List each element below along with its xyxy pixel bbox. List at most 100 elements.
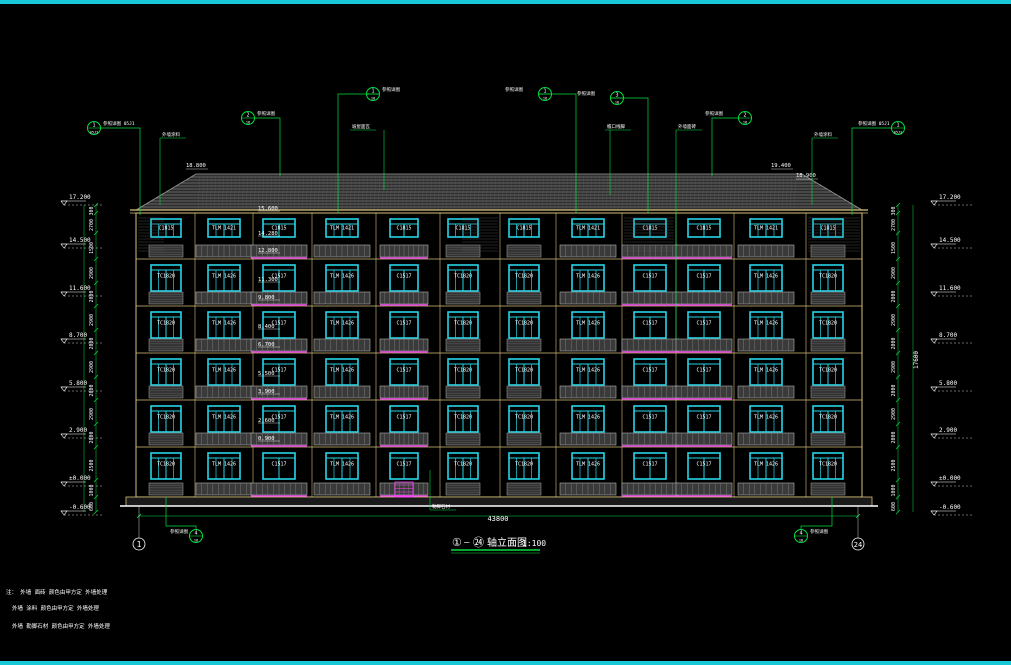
roof-tile-joint xyxy=(693,174,697,210)
roof-tile-joint xyxy=(413,174,417,210)
window-apron xyxy=(810,338,846,352)
roof-tile-joint xyxy=(297,174,301,210)
roof-tile-joint xyxy=(533,174,537,210)
dim-tick xyxy=(895,494,901,500)
callout-leader xyxy=(538,93,577,213)
dim-label: 2000 xyxy=(891,337,897,349)
roof-tile-joint xyxy=(345,174,349,210)
dim-tick xyxy=(93,230,99,236)
elevation-label: -0.600 xyxy=(69,504,91,511)
window-bay: TLM 1421 xyxy=(559,218,617,258)
window-bay: TC1820 xyxy=(148,358,184,399)
roof-elevation-label: 18.900 xyxy=(796,173,816,179)
window-bay: TLM 1421 xyxy=(195,218,253,258)
center-elevation-label: 5.500 xyxy=(258,371,275,377)
roof-tile-joint xyxy=(409,174,413,210)
roof-tile-joint xyxy=(609,174,613,210)
roof-tile-joint xyxy=(669,174,673,210)
callout-note: 参照详图 05J1 xyxy=(858,120,890,127)
roof-tile-joint xyxy=(657,174,661,210)
window-label: C1517 xyxy=(642,321,657,327)
total-height-label: 17600 xyxy=(913,351,920,369)
roof-tile-joint xyxy=(461,174,465,210)
dim-tick xyxy=(895,256,901,262)
window-label: C1815 xyxy=(158,226,173,232)
window-label: C1517 xyxy=(696,415,711,421)
elevation-mark: ±0.000 xyxy=(60,475,104,487)
roof-tile-joint xyxy=(305,174,309,210)
center-elevation-mark: 6.700 xyxy=(258,342,280,348)
callout-leader xyxy=(337,93,380,213)
roof-tile-joint xyxy=(593,174,597,210)
callout-note: 参照详图 xyxy=(810,528,828,535)
elevation-label: 17.200 xyxy=(69,194,91,201)
callout-number: 1 xyxy=(92,123,95,129)
window-apron xyxy=(810,482,846,496)
window-bay: TLM 1426 xyxy=(737,405,795,446)
window-label: C1517 xyxy=(642,415,657,421)
window-bay: C1517 xyxy=(379,358,429,400)
roof-tile-joint xyxy=(249,174,253,210)
roof-tile-joint xyxy=(729,174,733,210)
window-apron xyxy=(148,338,184,352)
roof-tile-joint xyxy=(425,174,429,210)
dim-label: 2500 xyxy=(89,459,95,471)
dim-label: 1000 xyxy=(891,484,897,496)
window-bay: C1517 xyxy=(621,311,679,353)
note-line: 外墙 涂料 颜色由甲方定 外墙处理 xyxy=(12,604,99,612)
roof-tile-joint xyxy=(509,174,513,210)
roof-tile-joint xyxy=(449,174,453,210)
roof-tile-joint xyxy=(589,174,593,210)
center-elevation-mark: 14.280 xyxy=(258,231,280,237)
roof-tile-joint xyxy=(421,174,425,210)
window-bay: TLM 1426 xyxy=(313,358,371,399)
window-label: TLM 1421 xyxy=(754,226,778,232)
roof-tile-joint xyxy=(281,174,285,210)
window-label: C1517 xyxy=(396,462,411,468)
center-elevation-mark: 3.900 xyxy=(258,389,280,395)
roof-tile-joint xyxy=(265,174,269,210)
roof-tile-joint xyxy=(405,174,409,210)
dim-label: 2000 xyxy=(89,290,95,302)
leader-note: 勒脚石材 xyxy=(429,470,456,511)
dim-tick xyxy=(895,303,901,309)
dim-tick xyxy=(895,444,901,450)
dim-tick xyxy=(895,350,901,356)
roof-tile-joint xyxy=(269,174,273,210)
roof-tile-joint xyxy=(717,174,721,210)
roof-tile-joint xyxy=(753,174,757,210)
dim-tick xyxy=(93,509,99,515)
roof-tile-joint xyxy=(681,174,685,210)
roof-tile-joint xyxy=(489,174,493,210)
window-label: C1815 xyxy=(696,226,711,232)
window-label: C1517 xyxy=(696,274,711,280)
window-bay: C1815 xyxy=(675,218,733,259)
note-line: 注： 外墙 面砖 颜色由甲方定 外墙处理 xyxy=(6,588,108,596)
center-elevation-mark: 8.400 xyxy=(258,324,280,330)
roof-tile-joint xyxy=(757,174,761,210)
roof-tile-joint xyxy=(705,174,709,210)
dim-label: 600 xyxy=(891,502,897,511)
leader-note-text: 外墙面砖 xyxy=(678,123,696,130)
roof-tile-joint xyxy=(457,174,461,210)
window-bay: C1517 xyxy=(379,452,429,497)
window-label: TLM 1426 xyxy=(330,274,354,280)
top-frame-bar xyxy=(0,0,1011,4)
dim-tick xyxy=(895,374,901,380)
window-label: TLM 1426 xyxy=(212,368,236,374)
window-label: TLM 1426 xyxy=(754,415,778,421)
callout-ref: 18 xyxy=(371,97,375,101)
callout-note: 参照详图 05J1 xyxy=(103,120,135,127)
window-apron xyxy=(810,385,846,399)
window-bay: TLM 1426 xyxy=(195,405,253,446)
roof-tile-joint xyxy=(245,174,249,210)
window-bay: C1517 xyxy=(379,264,429,306)
roof-tile-joint xyxy=(641,174,645,210)
callout-note: 参照详图 xyxy=(577,90,595,97)
elevation-mark: -0.600 xyxy=(60,504,104,516)
dim-label: 2900 xyxy=(891,267,897,279)
dim-label: 2900 xyxy=(89,408,95,420)
